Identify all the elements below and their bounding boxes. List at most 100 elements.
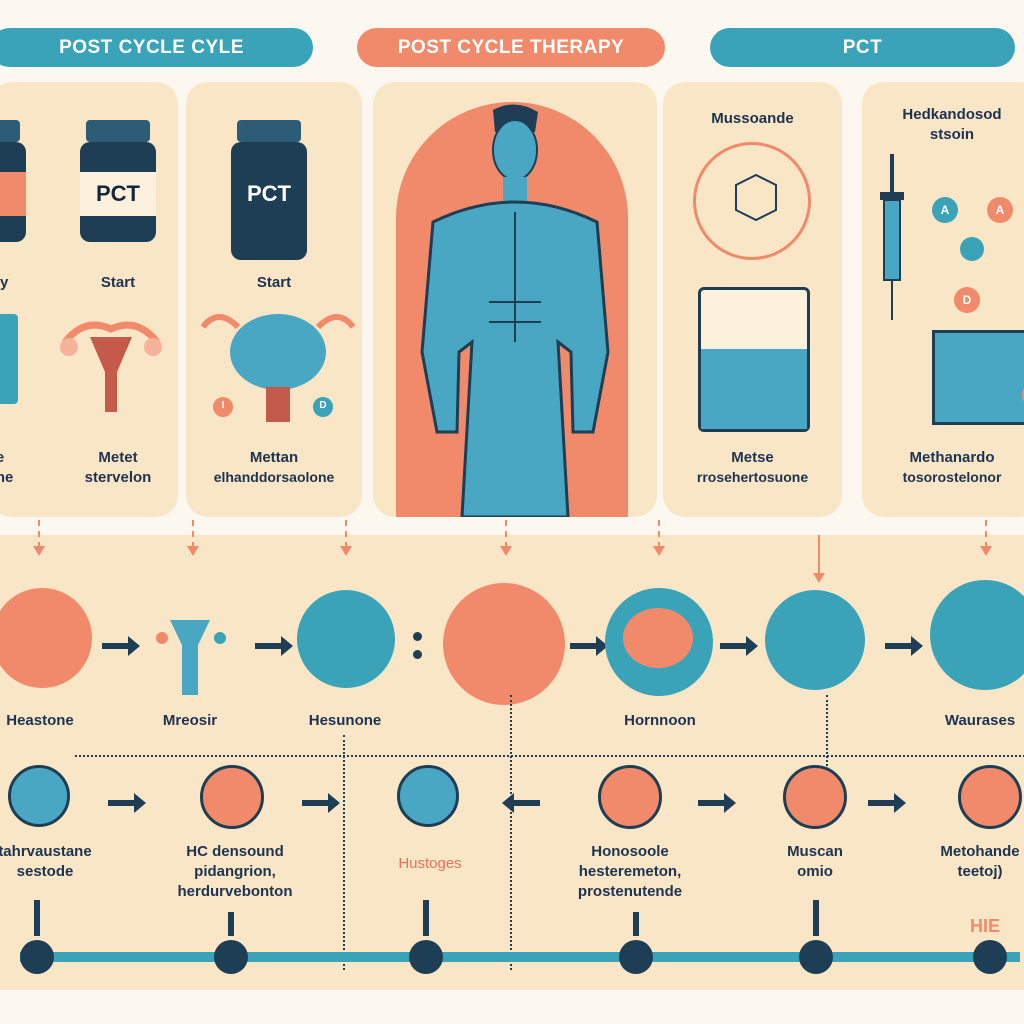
- panel-3-caption-2: elhanddorsaolone: [213, 469, 335, 485]
- drop-marker: A: [987, 197, 1013, 223]
- step-label: prostenutende: [577, 883, 683, 900]
- timeline-node: [20, 940, 54, 974]
- panel-2-caption: Metet: [98, 449, 138, 466]
- marker-d: D: [319, 400, 327, 411]
- arrow-right-icon: [570, 636, 608, 656]
- dotted-connector: [826, 695, 828, 770]
- timeline-tick: [228, 912, 234, 936]
- panel-5-caption-2: tosorostelonor: [902, 469, 1002, 485]
- arrow-right-icon: [868, 793, 906, 813]
- drop-marker: A: [932, 197, 958, 223]
- panel-4: Mussoande Metse rrosehertosuone: [663, 82, 842, 517]
- step-label: teetoj): [957, 863, 1003, 880]
- step-label: tahrvaustane: [0, 843, 92, 860]
- separator-dot: [413, 632, 422, 641]
- syringe-icon: [880, 154, 904, 320]
- step-label: pidangrion,: [194, 863, 276, 880]
- hie-label: HIE: [969, 916, 1000, 936]
- dotted-connector: [75, 755, 1024, 757]
- arrow-right-icon: [885, 636, 923, 656]
- panel-5-caption: Methanardo: [909, 449, 995, 466]
- down-arrow: [500, 520, 512, 556]
- panel-4-caption: Metse: [731, 449, 774, 466]
- cell-icon: [598, 765, 662, 829]
- timeline-node: [619, 940, 653, 974]
- down-arrow: [653, 520, 665, 556]
- drop-icon: [960, 237, 984, 261]
- step-label: Heastone: [6, 712, 74, 729]
- timeline-tick: [34, 900, 40, 936]
- timeline-tick: [423, 900, 429, 936]
- panel-1-caption-2: one: [0, 469, 14, 486]
- down-arrow: [33, 520, 45, 556]
- monitor-chart-icon: [932, 330, 1024, 425]
- muscular-man-icon: [420, 104, 610, 517]
- arrow-right-icon: [698, 793, 736, 813]
- start-label: Start: [100, 274, 136, 291]
- molecule-circle-icon: [0, 588, 92, 688]
- panel-5-title: Hedkandosod: [902, 106, 1002, 123]
- cell-icon: [397, 765, 459, 827]
- down-arrow: [340, 520, 352, 556]
- cell-icon: [958, 765, 1022, 829]
- panel-5-subtitle: stsoin: [929, 126, 975, 143]
- timeline-node: [409, 940, 443, 974]
- down-arrow: [813, 535, 825, 583]
- separator-dot: [413, 650, 422, 659]
- step-label: Hornnoon: [624, 712, 696, 729]
- lab-container-icon: [698, 287, 810, 432]
- timeline-node: [973, 940, 1007, 974]
- cell-icon: [783, 765, 847, 829]
- step-label: omio: [797, 863, 833, 880]
- timeline-tick: [813, 900, 819, 936]
- banner-pct: PCT: [710, 28, 1015, 67]
- down-arrow: [187, 520, 199, 556]
- panel-1-caption: e: [0, 449, 20, 468]
- panel-3-caption: Mettan: [249, 449, 299, 466]
- step-label: hesteremeton,: [578, 863, 682, 880]
- drop-marker: D: [954, 287, 980, 313]
- uterus-icon: [60, 321, 162, 412]
- banner-post-cycle-therapy: POST CYCLE THERAPY: [357, 28, 665, 67]
- arrow-right-icon: [108, 793, 146, 813]
- molecule-icon: [693, 142, 811, 260]
- uterus-organ-icon: [200, 314, 356, 422]
- hexagon-molecule-icon: [297, 590, 395, 688]
- timeline-tick: [633, 912, 639, 936]
- step-label: HC densound: [186, 843, 284, 860]
- step-label: Mreosir: [162, 712, 218, 729]
- step-label: Muscan: [787, 843, 843, 860]
- timeline-bar: [20, 952, 1020, 962]
- cell-icon: [8, 765, 70, 827]
- pct-bottle-icon: PCT: [80, 120, 156, 242]
- dotted-connector: [510, 695, 512, 970]
- uterus-small-icon: [156, 620, 226, 695]
- step-label: Honosoole: [591, 843, 669, 860]
- pills-circle-icon: [765, 590, 865, 690]
- step-label: herdurvebonton: [177, 883, 293, 900]
- cell-icon: [200, 765, 264, 829]
- step-label: Metohande: [940, 843, 1020, 860]
- chart-shield-icon: [0, 314, 18, 404]
- marker-i: I: [221, 400, 225, 411]
- arrow-left-icon: [502, 793, 540, 813]
- timeline-node: [214, 940, 248, 974]
- panel-5: Hedkandosod stsoin A A D H Methanardo to…: [862, 82, 1024, 517]
- banner-post-cycle: POST CYCLE CYLE: [0, 28, 313, 67]
- pct-bottle-icon: PCT: [231, 120, 307, 260]
- panel-2-caption-2: stervelon: [84, 469, 152, 486]
- step-label: Waurases: [944, 712, 1016, 729]
- dotted-connector: [343, 735, 345, 970]
- drop-marker: H: [1022, 382, 1024, 408]
- arrow-right-icon: [302, 793, 340, 813]
- chart-circle-icon: [443, 583, 565, 705]
- pill-bottle-icon: [0, 120, 26, 242]
- step-label: sestode: [16, 863, 74, 880]
- timeline-node: [799, 940, 833, 974]
- panel-4-caption-2: rrosehertosuone: [696, 469, 809, 485]
- panel-1-label: y: [0, 274, 9, 291]
- pill-circle-icon: [605, 588, 713, 696]
- panel-1: y PCT Start e one Metet stervelon: [0, 82, 178, 517]
- arrow-right-icon: [255, 636, 293, 656]
- panel-2: PCT Start I D Mettan elhanddorsaolone: [186, 82, 362, 517]
